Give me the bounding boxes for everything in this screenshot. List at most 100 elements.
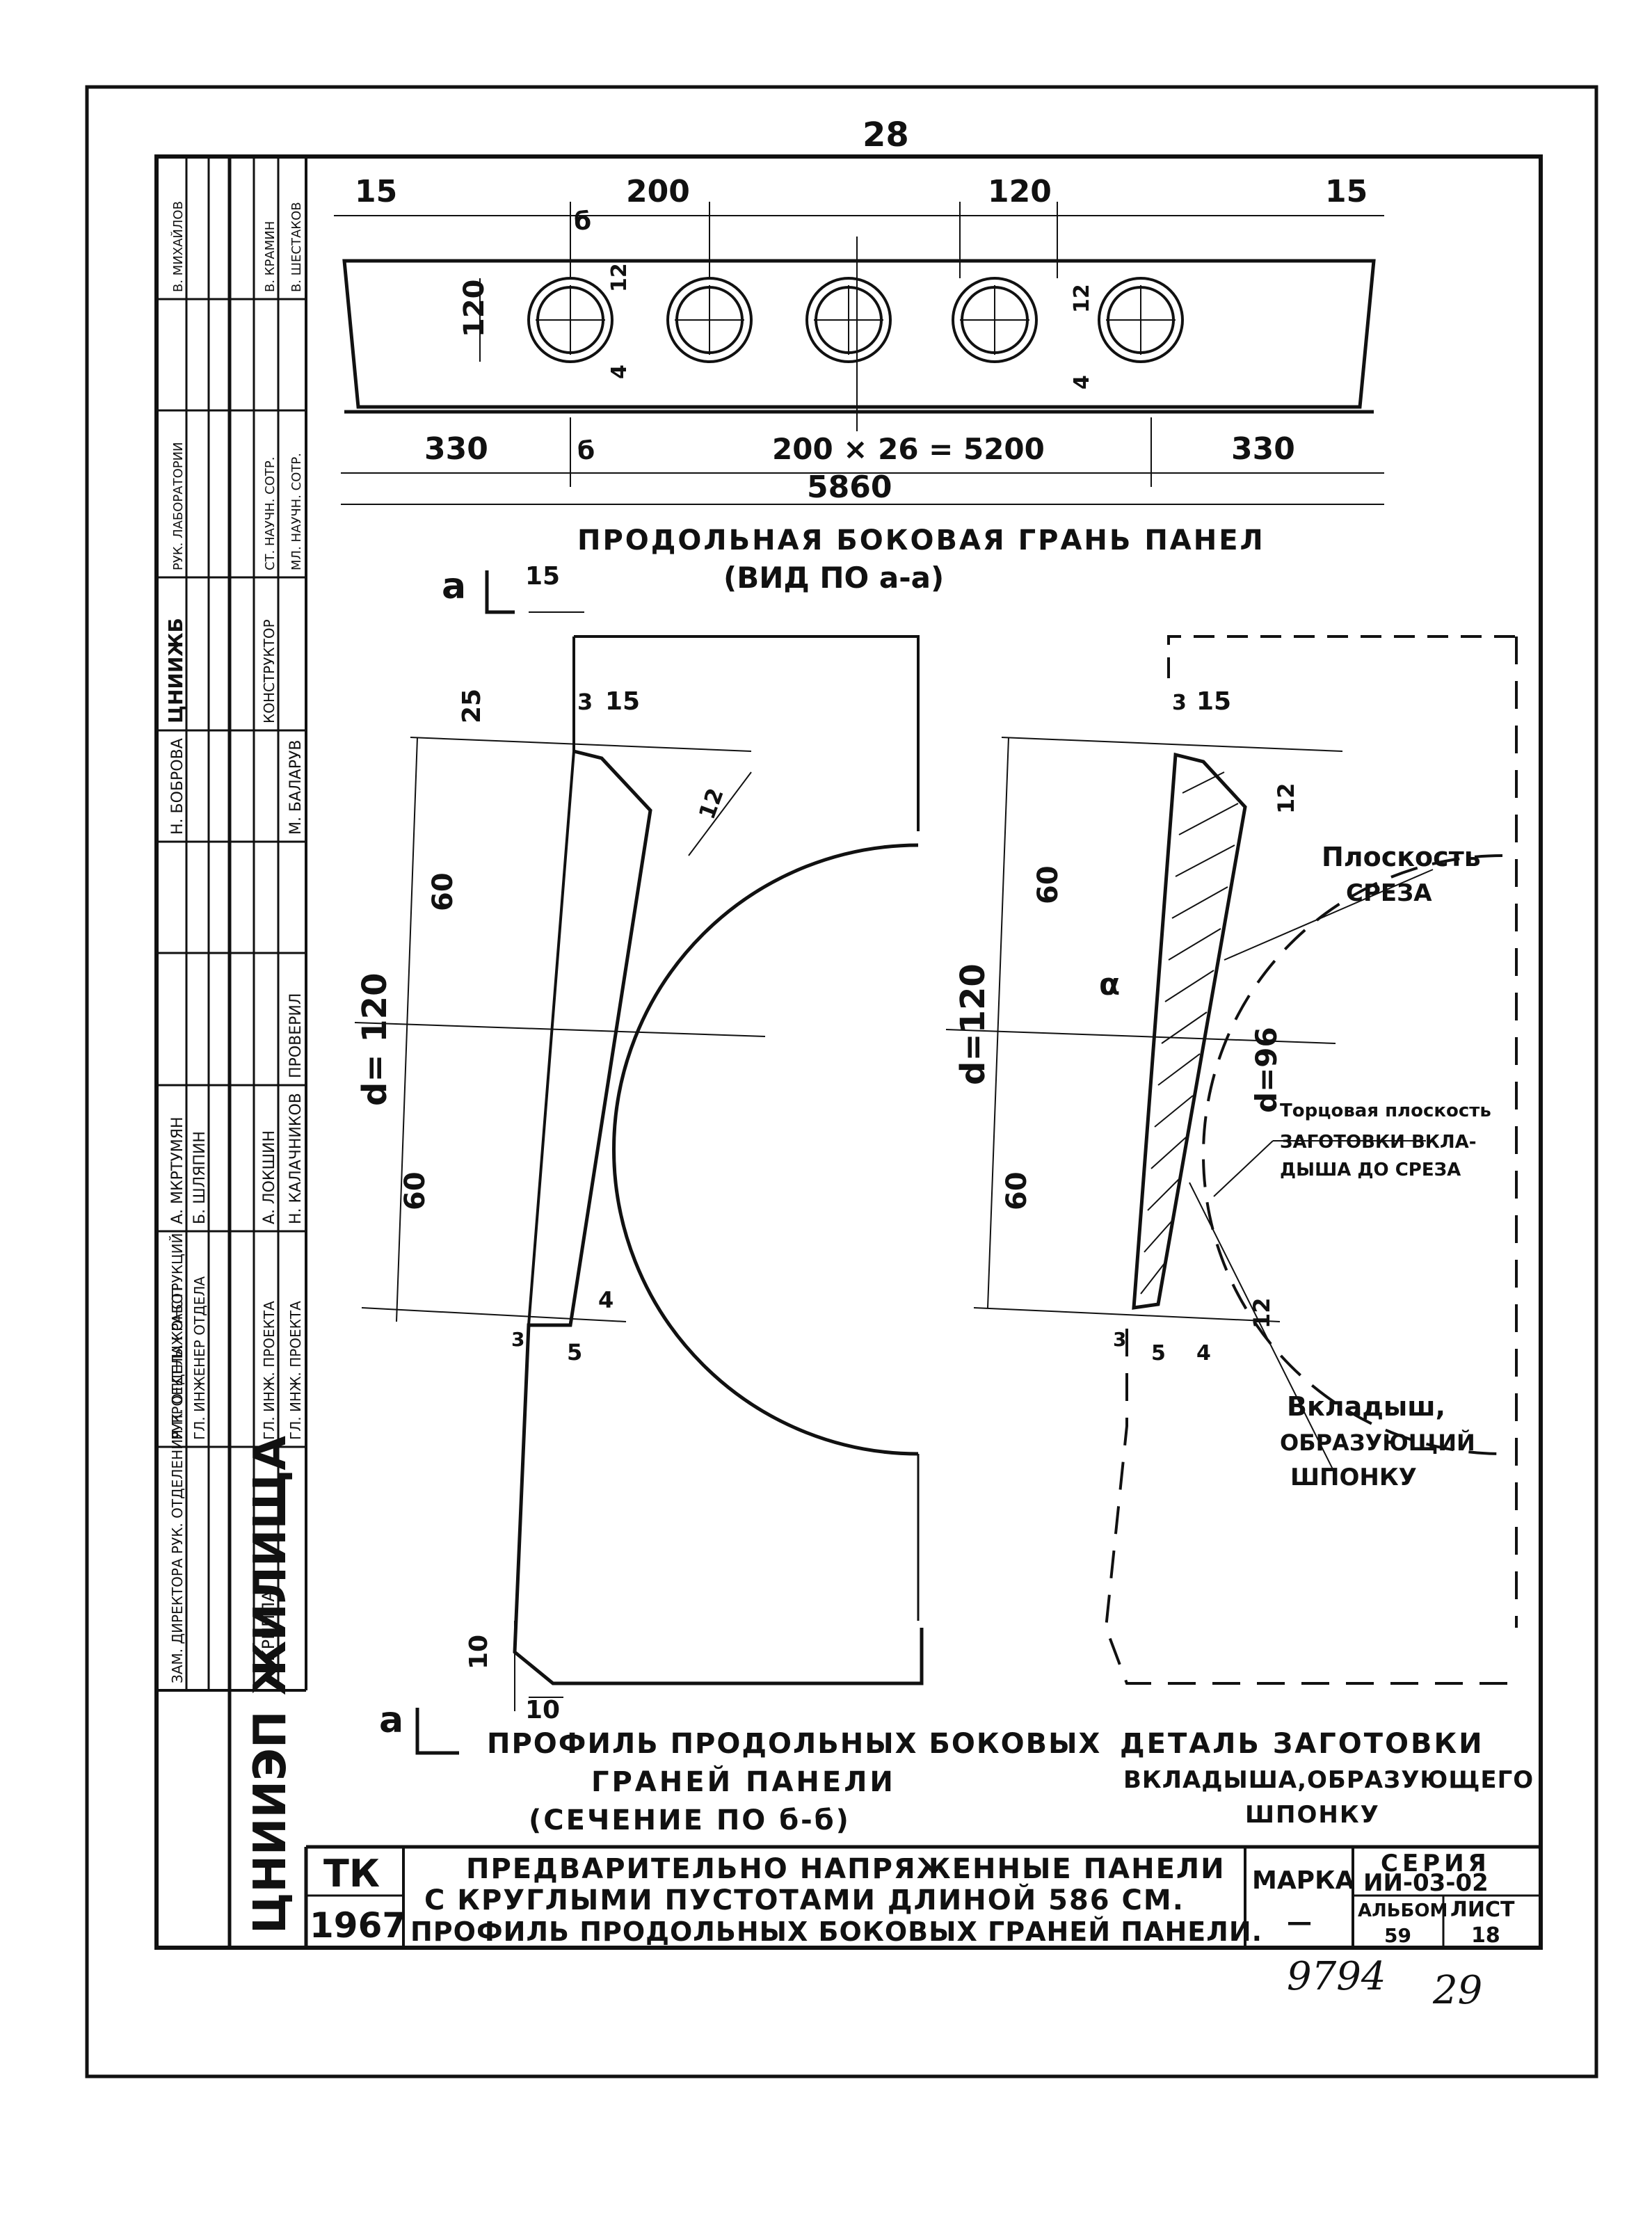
handwritten-number-2: 29 <box>1432 1968 1482 2013</box>
top-dim-120: 120 <box>988 174 1052 209</box>
stamp-inst2: КОНСТРУКТОР <box>261 619 278 723</box>
top-view: 15 200 120 15 120 12 4 12 4 б б 330 200 … <box>334 174 1384 595</box>
outer-frame <box>85 85 1598 2078</box>
stamp-role-3: ГЛ. ИНЖЕНЕР ОТДЕЛА <box>191 1276 208 1440</box>
top-dim-15-right: 15 <box>1325 174 1368 209</box>
profile-dim-d120: d= 120 <box>355 973 394 1106</box>
detail-view: 3 15 12 60 d=120 60 d=96 12 4 5 3 α Плос… <box>945 635 1534 1829</box>
detail-dim-d120: d=120 <box>954 963 993 1085</box>
top-dim-15-left: 15 <box>355 174 397 209</box>
stamp-role2-1: РУК. ЛАБОРАТОРИИ <box>171 442 186 570</box>
profile-dim-15-top: 15 <box>525 562 560 591</box>
stamp-role2-3: МЛ. НАУЧН. СОТР. <box>289 453 304 570</box>
series-label: СЕРИЯ <box>1381 1850 1491 1877</box>
title-block: ТК 1967 ПРЕДВАРИТЕЛЬНО НАПРЯЖЕННЫЕ ПАНЕЛ… <box>304 1845 1541 1948</box>
title-line-2: С КРУГЛЫМИ ПУСТОТАМИ ДЛИНОЙ 586 СМ. <box>424 1883 1185 1916</box>
inner-frame <box>154 154 1543 1950</box>
profile-dim-15: 15 <box>605 687 640 716</box>
profile-caption-3: (СЕЧЕНИЕ ПО б-б) <box>529 1804 851 1836</box>
detail-dim-4: 4 <box>1196 1341 1211 1365</box>
top-dim-5860: 5860 <box>807 470 892 505</box>
title-code-bottom: 1967 <box>310 1905 406 1946</box>
top-dim-12b: 12 <box>1070 284 1094 313</box>
label-insert-1: Вкладыш, <box>1287 1391 1445 1422</box>
profile-section-letter-bottom: a <box>379 1699 403 1741</box>
stamp-name-1: А. КРИППА <box>259 1590 278 1683</box>
stamp-name3-2: В. КРАМИН <box>263 221 278 292</box>
handwritten-number-1: 9794 <box>1287 1954 1386 1999</box>
label-insert-2: ОБРАЗУЮЩИЙ <box>1280 1429 1475 1456</box>
profile-dim-25: 25 <box>458 689 486 723</box>
album-value: 59 <box>1384 1924 1411 1947</box>
stamp-name2-2: М. БАЛАРУВ <box>287 740 305 835</box>
mark-value: — <box>1287 1908 1312 1937</box>
stamp-inst: ЦНИИЖБ <box>164 618 187 723</box>
stamp-name3-3: В. ШЕСТАКОВ <box>289 202 304 292</box>
label-end-plane-2: ЗАГОТОВКИ ВКЛА- <box>1280 1132 1477 1153</box>
top-dim-200: 200 <box>626 174 690 209</box>
top-dim-330-left: 330 <box>424 431 488 467</box>
profile-dim-10-left: 10 <box>465 1635 493 1669</box>
label-plane-cut-1: Плоскость <box>1322 842 1481 872</box>
detail-dim-5: 5 <box>1151 1341 1166 1365</box>
stamp-role-4: ГЛ. ИНЖ. ПРОЕКТА <box>261 1301 278 1440</box>
label-end-plane-3: ДЫША ДО СРЕЗА <box>1280 1160 1461 1180</box>
stamp-role-5: ГЛ. ИНЖ. ПРОЕКТА <box>287 1301 304 1440</box>
stamp-name3-1: В. МИХАЙЛОВ <box>170 201 186 292</box>
top-dim-4a: 4 <box>607 365 632 379</box>
album-label: АЛЬБОМ <box>1358 1900 1447 1921</box>
stamp-role-1: ЗАМ. ДИРЕКТОРА РУК. ОТДЕЛЕНИЯ ПРОЕКТНЫХ … <box>169 1284 186 1683</box>
detail-dim-12-top: 12 <box>1273 783 1299 814</box>
profile-section-letter-top: a <box>442 566 466 607</box>
profile-dim-4: 4 <box>598 1287 614 1313</box>
stamp-org: ЦНИИЭП ЖИЛИЩА <box>245 1436 296 1934</box>
detail-dim-15: 15 <box>1196 687 1231 716</box>
profile-caption-1: ПРОФИЛЬ ПРОДОЛЬНЫХ БОКОВЫХ <box>487 1728 1101 1760</box>
top-view-subtitle: (ВИД ПО а-а) <box>723 561 944 595</box>
profile-dim-10-bot: 10 <box>525 1696 560 1724</box>
detail-angle: α <box>1099 967 1120 1002</box>
series-value: ИИ-03-02 <box>1363 1869 1489 1897</box>
insert-hatched <box>1132 752 1247 1310</box>
stamp-name-3: Б. ШЛЯПИН <box>191 1131 209 1224</box>
detail-caption-3: ШПОНКУ <box>1245 1801 1380 1829</box>
detail-dim-60-top: 60 <box>1032 865 1064 904</box>
detail-dim-12-bot: 12 <box>1249 1297 1275 1329</box>
detail-dim-3b: 3 <box>1113 1328 1126 1351</box>
sheet-label: ЛИСТ <box>1450 1898 1515 1922</box>
stamp-name-2: А. МКРТУМЯН <box>169 1116 186 1224</box>
title-code-top: ТК <box>323 1852 380 1896</box>
detail-dim-60-bot: 60 <box>1001 1171 1033 1210</box>
label-end-plane-1: Торцовая плоскость <box>1280 1100 1491 1121</box>
profile-view: a a 15 25 3 15 12 60 d= 120 60 4 5 3 10 … <box>354 562 1101 1836</box>
profile-dim-60-top: 60 <box>427 872 459 911</box>
detail-dim-d96: d=96 <box>1249 1027 1283 1113</box>
profile-dim-3: 3 <box>577 689 593 715</box>
profile-dim-60-bot: 60 <box>399 1171 431 1210</box>
stamp-role-2: РУК. ОТДЕЛА КОНСТРУКЦИЙ <box>169 1233 186 1440</box>
top-dim-5200: 200 × 26 = 5200 <box>772 432 1045 466</box>
left-stamp: ЦНИИЭП ЖИЛИЩА ЗАМ. ДИРЕКТОРА РУК. ОТДЕЛЕ… <box>157 157 307 1948</box>
detail-caption-2: ВКЛАДЫША,ОБРАЗУЮЩЕГО <box>1123 1766 1534 1794</box>
mark-label: МАРКА <box>1252 1866 1354 1895</box>
title-line-1: ПРЕДВАРИТЕЛЬНО НАПРЯЖЕННЫЕ ПАНЕЛИ <box>466 1853 1226 1885</box>
top-dim-12a: 12 <box>607 263 632 292</box>
page-number: 28 <box>863 115 909 154</box>
section-mark-bottom: б <box>577 437 595 465</box>
top-dim-4b: 4 <box>1070 375 1094 390</box>
profile-dim-12: 12 <box>693 785 729 823</box>
stamp-name2-1: Н. БОБРОВА <box>169 738 186 835</box>
top-view-title: ПРОДОЛЬНАЯ БОКОВАЯ ГРАНЬ ПАНЕЛ <box>577 524 1265 556</box>
label-insert-3: ШПОНКУ <box>1290 1464 1417 1491</box>
top-dim-120-left: 120 <box>458 280 490 338</box>
stamp-role2-2: СТ. НАУЧН. СОТР. <box>263 457 278 570</box>
stamp-check: ПРОВЕРИЛ <box>287 993 305 1078</box>
profile-dim-5: 5 <box>567 1339 582 1365</box>
stamp-name-4: А. ЛОКШИН <box>261 1130 278 1224</box>
top-dim-330-right: 330 <box>1231 431 1295 467</box>
profile-dim-3b: 3 <box>511 1328 524 1351</box>
profile-caption-2: ГРАНЕЙ ПАНЕЛИ <box>591 1765 896 1798</box>
detail-caption-1: ДЕТАЛЬ ЗАГОТОВКИ <box>1120 1728 1484 1760</box>
stamp-name-5: Н. КАЛАЧНИКОВ <box>287 1093 305 1224</box>
